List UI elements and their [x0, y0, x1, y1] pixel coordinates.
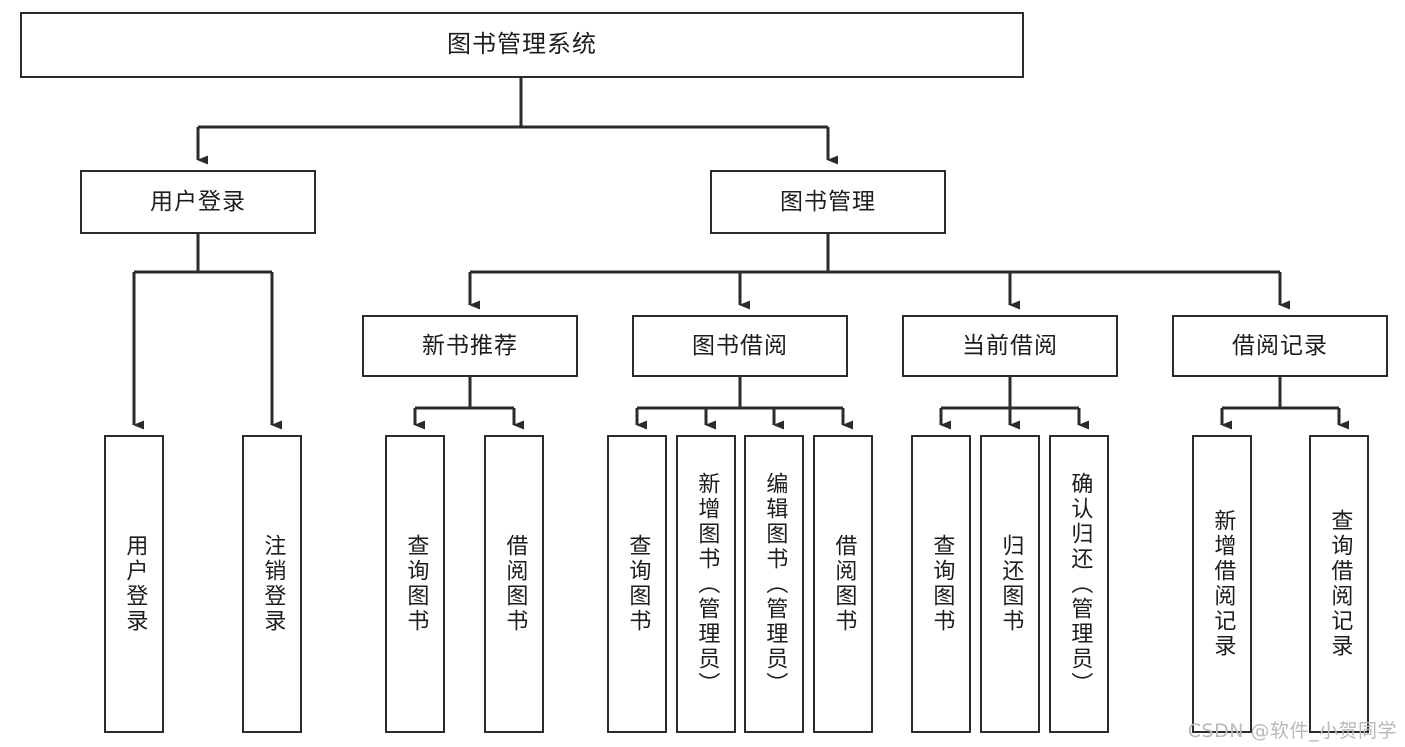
- node-label: 借阅图书: [831, 534, 857, 634]
- leaf-add-borrow-record[interactable]: 新增借阅记录: [1192, 435, 1252, 733]
- leaf-borrow-book[interactable]: 借阅图书: [813, 435, 873, 733]
- leaf-confirm-return-admin[interactable]: 确认归还（管理员）: [1049, 435, 1109, 733]
- node-book-management[interactable]: 图书管理: [710, 170, 946, 234]
- node-label: 用户登录: [122, 534, 148, 634]
- leaf-logout[interactable]: 注销登录: [242, 435, 302, 733]
- node-label: 新书推荐: [422, 332, 518, 359]
- leaf-return-book[interactable]: 归还图书: [980, 435, 1040, 733]
- node-label: 确认归还（管理员）: [1067, 471, 1093, 697]
- node-label: 图书管理: [780, 188, 876, 215]
- node-label: 注销登录: [260, 534, 286, 634]
- node-label: 图书借阅: [692, 332, 788, 359]
- node-borrow-record[interactable]: 借阅记录: [1172, 315, 1388, 377]
- node-label: 新增图书（管理员）: [694, 471, 720, 697]
- node-label: 归还图书: [998, 534, 1024, 634]
- node-label: 查询图书: [929, 534, 955, 634]
- node-label: 图书管理系统: [447, 30, 597, 59]
- leaf-query-book-current[interactable]: 查询图书: [911, 435, 971, 733]
- node-user-login[interactable]: 用户登录: [80, 170, 316, 234]
- node-current-borrow[interactable]: 当前借阅: [902, 315, 1118, 377]
- node-label: 查询借阅记录: [1327, 509, 1353, 659]
- node-new-book-recommend[interactable]: 新书推荐: [362, 315, 578, 377]
- node-label: 当前借阅: [962, 332, 1058, 359]
- node-label: 查询图书: [403, 534, 429, 634]
- leaf-query-borrow-record[interactable]: 查询借阅记录: [1309, 435, 1369, 733]
- node-label: 编辑图书（管理员）: [762, 471, 788, 697]
- leaf-query-book-newbook[interactable]: 查询图书: [385, 435, 445, 733]
- leaf-add-book-admin[interactable]: 新增图书（管理员）: [676, 435, 736, 733]
- leaf-edit-book-admin[interactable]: 编辑图书（管理员）: [744, 435, 804, 733]
- node-label: 借阅记录: [1232, 332, 1328, 359]
- leaf-query-book-borrow[interactable]: 查询图书: [607, 435, 667, 733]
- node-label: 查询图书: [625, 534, 651, 634]
- leaf-user-login[interactable]: 用户登录: [104, 435, 164, 733]
- leaf-borrow-book-newbook[interactable]: 借阅图书: [484, 435, 544, 733]
- node-label: 新增借阅记录: [1210, 509, 1236, 659]
- node-label: 借阅图书: [502, 534, 528, 634]
- node-label: 用户登录: [150, 188, 246, 215]
- node-root-book-management-system[interactable]: 图书管理系统: [20, 12, 1024, 78]
- node-book-borrow[interactable]: 图书借阅: [632, 315, 848, 377]
